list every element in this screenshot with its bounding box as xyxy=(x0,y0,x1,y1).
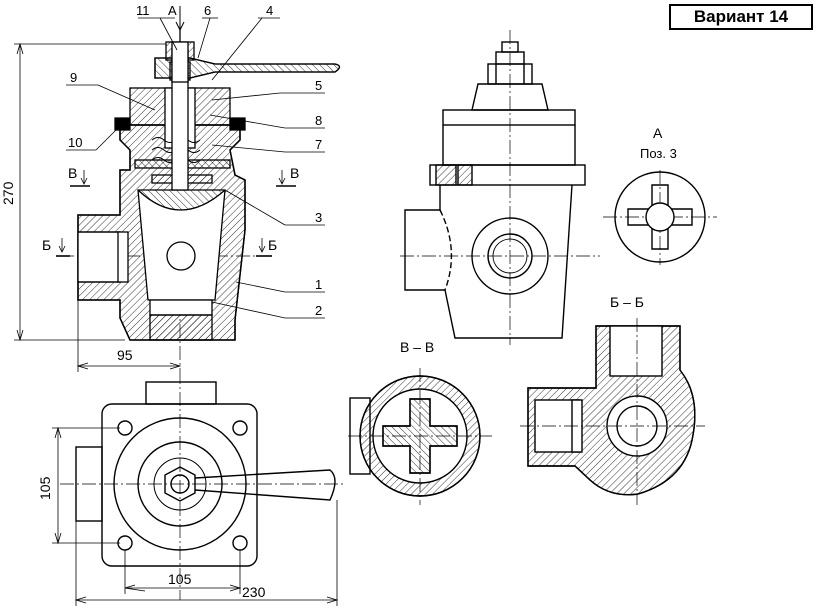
pos-6: 6 xyxy=(204,3,211,18)
plan-view xyxy=(60,370,345,600)
pos-5: 5 xyxy=(315,78,322,93)
section-vv-title: В – В xyxy=(400,339,434,355)
position-leaders xyxy=(66,17,325,319)
pos-10: 10 xyxy=(68,135,82,150)
pos-9: 9 xyxy=(70,70,77,85)
dim-95-lines xyxy=(76,300,182,372)
dim-105-vertical: 105 xyxy=(37,476,53,500)
dim-230: 230 xyxy=(242,584,266,600)
pos-11: 11 xyxy=(136,3,150,18)
pos-7: 7 xyxy=(315,137,322,152)
pos-1: 1 xyxy=(315,277,322,292)
view-a-title: А xyxy=(653,125,663,141)
pos-8: 8 xyxy=(315,113,322,128)
main-section-view xyxy=(60,16,341,370)
view-a-marker: А xyxy=(168,3,177,18)
variant-label: Вариант 14 xyxy=(669,4,813,30)
view-a-arrow xyxy=(175,6,185,32)
dim-105-horizontal: 105 xyxy=(168,571,192,587)
dim-270-lines xyxy=(14,42,166,342)
cut-b-right: Б xyxy=(268,237,277,253)
section-bb xyxy=(520,318,705,505)
side-view xyxy=(400,30,600,345)
cut-v-right: В xyxy=(290,165,299,181)
view-a-detail xyxy=(603,170,717,265)
section-bb-title: Б – Б xyxy=(610,294,644,310)
dim-270: 270 xyxy=(0,181,16,205)
plan-dim-lines xyxy=(52,426,339,606)
pos-3: 3 xyxy=(315,210,322,225)
dim-95: 95 xyxy=(117,347,133,363)
section-vv xyxy=(348,368,492,505)
pos-4: 4 xyxy=(266,3,273,18)
view-a-note: Поз. 3 xyxy=(640,146,677,161)
cut-b-left: Б xyxy=(42,237,51,253)
pos-2: 2 xyxy=(315,303,322,318)
cut-v-left: В xyxy=(68,165,77,181)
